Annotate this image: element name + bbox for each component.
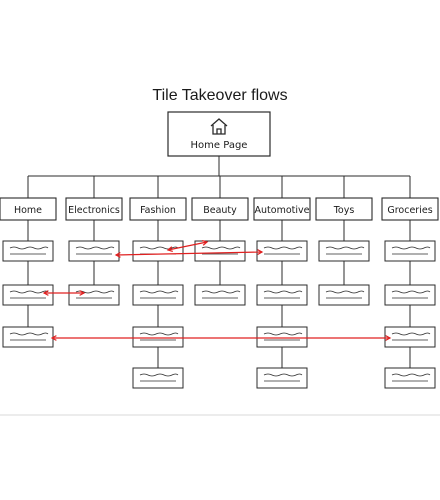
subpage-tile (384, 284, 436, 306)
flow-arrow-home-electronics (42, 290, 86, 296)
flow-arrow-electronics-automotive-head-1 (257, 249, 264, 256)
subpage-tile (2, 284, 54, 306)
tile-scribble (139, 290, 179, 294)
subpage-tile (194, 284, 246, 306)
subpage-tile (194, 240, 246, 262)
flow-arrow-home-groceries (50, 335, 392, 341)
subpage-tile (256, 326, 308, 348)
home-icon-roof (210, 118, 228, 127)
tile-scribble (139, 246, 179, 250)
tile-scribble (263, 290, 303, 294)
tile-scribble (325, 246, 365, 250)
tile-scribble (201, 290, 241, 294)
tile-scribble (9, 332, 49, 336)
subpage-tile (68, 240, 120, 262)
category-label: Automotive (255, 205, 310, 216)
subpage-tile (2, 326, 54, 348)
diagram-title: Tile Takeover flows (152, 87, 288, 104)
subpage-tile (132, 240, 184, 262)
category-label: Beauty (203, 205, 237, 216)
flow-arrow-home-groceries-head-0 (50, 335, 57, 341)
root-node-label: Home Page (191, 140, 248, 151)
tile-scribble (75, 246, 115, 250)
flow-arrow-fashion-beauty-shaft (167, 241, 208, 251)
subpage-tile (68, 284, 120, 306)
tile-scribble (139, 373, 179, 377)
category-label: Toys (333, 205, 355, 216)
category-label: Electronics (68, 205, 120, 216)
flow-arrow-fashion-beauty (166, 239, 209, 253)
subpage-tile (2, 240, 54, 262)
flow-arrow-electronics-automotive-shaft (115, 251, 263, 256)
subpage-tile (132, 367, 184, 389)
flow-arrow-fashion-beauty-head-1 (202, 239, 209, 246)
category-label: Groceries (387, 205, 432, 216)
flow-arrow-fashion-beauty-head-0 (166, 246, 173, 253)
subpage-tile (318, 284, 370, 306)
subpage-tile (318, 240, 370, 262)
tile-scribble (391, 290, 431, 294)
tile-scribble (325, 290, 365, 294)
category-label: Home (14, 205, 42, 216)
tile-scribble (139, 332, 179, 336)
subpage-tile (256, 284, 308, 306)
home-icon (210, 118, 228, 135)
tile-scribble (263, 246, 303, 250)
tile-scribble (391, 373, 431, 377)
subpage-tile (256, 240, 308, 262)
subpage-tile (384, 240, 436, 262)
flow-arrow-home-electronics-head-0 (42, 290, 49, 296)
tile-scribble (263, 332, 303, 336)
flow-arrow-home-electronics-head-1 (79, 290, 86, 296)
tile-scribble (391, 332, 431, 336)
subpage-tile (384, 326, 436, 348)
tile-scribble (201, 246, 241, 250)
tile-scribble (9, 290, 49, 294)
tile-scribble (75, 290, 115, 294)
tile-scribble (391, 246, 431, 250)
category-label: Fashion (140, 205, 176, 216)
flow-arrow-electronics-automotive-head-0 (114, 251, 121, 258)
home-icon-body (212, 125, 226, 135)
tile-scribble (263, 373, 303, 377)
subpage-tile (132, 326, 184, 348)
flow-arrow-electronics-automotive (114, 249, 264, 258)
subpage-tile (256, 367, 308, 389)
tile-scribble (9, 246, 49, 250)
subpage-tile (384, 367, 436, 389)
subpage-tile (132, 284, 184, 306)
flow-arrow-home-groceries-head-1 (385, 335, 392, 341)
